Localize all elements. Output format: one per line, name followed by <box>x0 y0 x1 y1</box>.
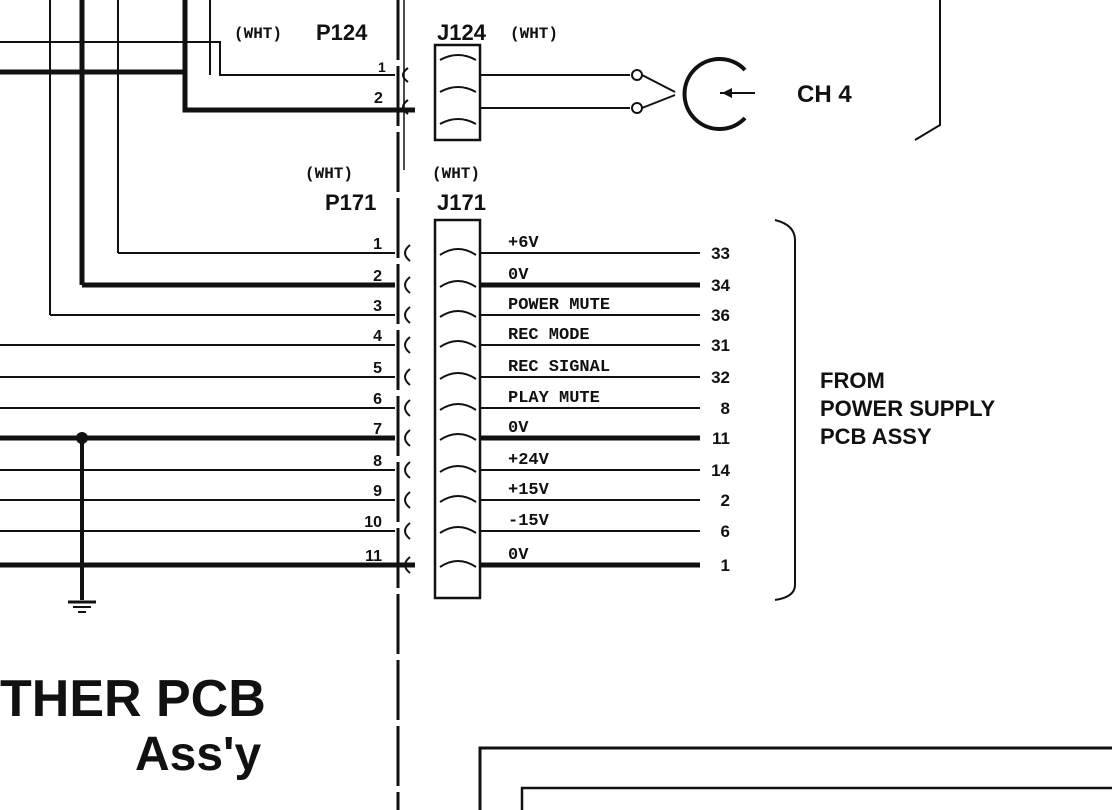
power-supply-bracket <box>774 219 796 601</box>
p124-color-label: (WHT) <box>234 25 282 43</box>
signal-name-1: +6V <box>508 234 539 253</box>
far-pin-11: 1 <box>721 556 730 575</box>
ch4-bracket <box>914 0 941 141</box>
source-line-1: FROM <box>820 368 885 393</box>
p171-pin-11: 11 <box>365 548 382 565</box>
p171-pin-hooks <box>404 244 411 574</box>
ch4-jack-symbol <box>631 57 755 131</box>
j124-color-label: (WHT) <box>510 25 558 43</box>
signal-names: +6V 0V POWER MUTE REC MODE REC SIGNAL PLAY MU… <box>508 234 610 565</box>
p171-pin-numbers: 1 2 3 4 5 6 7 8 9 10 11 <box>364 236 382 565</box>
far-end-pin-numbers: 33 34 36 31 32 8 11 14 2 6 1 <box>711 244 730 575</box>
p124-pin-2: 2 <box>374 90 383 107</box>
signal-name-6: PLAY MUTE <box>508 389 600 408</box>
wire-traces <box>0 0 700 810</box>
p171-pin-5: 5 <box>373 360 382 377</box>
j171-contact-fingers <box>439 248 477 568</box>
signal-name-2: 0V <box>508 266 529 285</box>
signal-name-10: -15V <box>508 512 550 531</box>
j171-finger-5 <box>439 372 477 380</box>
far-pin-9: 2 <box>721 491 730 510</box>
p171-name-label: P171 <box>325 190 376 215</box>
signal-name-11: 0V <box>508 546 529 565</box>
source-line-2: POWER SUPPLY <box>820 396 996 421</box>
p171-hook-9 <box>404 491 411 509</box>
far-pin-4: 31 <box>711 336 730 355</box>
j124-name-label: J124 <box>437 20 487 45</box>
board-label-line-2: Ass'y <box>135 728 261 781</box>
p171-pin-3: 3 <box>373 298 382 315</box>
j171-color-label: (WHT) <box>432 165 480 183</box>
far-pin-1: 33 <box>711 244 730 263</box>
signal-name-3: POWER MUTE <box>508 296 610 315</box>
p171-hook-10 <box>404 522 411 540</box>
j171-finger-2 <box>439 280 477 288</box>
p171-pin-6: 6 <box>373 391 382 408</box>
p171-pin-8: 8 <box>373 453 382 470</box>
source-line-3: PCB ASSY <box>820 424 932 449</box>
p124-name-label: P124 <box>316 20 368 45</box>
far-pin-6: 8 <box>721 399 730 418</box>
far-pin-8: 14 <box>711 461 730 480</box>
far-pin-3: 36 <box>711 306 730 325</box>
p171-hook-6 <box>404 399 411 417</box>
p171-hook-2 <box>404 276 411 294</box>
p171-hook-7 <box>404 429 411 447</box>
signal-name-9: +15V <box>508 481 550 500</box>
j171-finger-11 <box>439 560 477 568</box>
j171-finger-1 <box>439 248 477 256</box>
signal-name-5: REC SIGNAL <box>508 358 610 377</box>
far-pin-2: 34 <box>711 276 730 295</box>
p124-pin-1: 1 <box>378 59 386 75</box>
p171-color-label: (WHT) <box>305 165 353 183</box>
signal-name-8: +24V <box>508 451 550 470</box>
p171-pin-10: 10 <box>364 514 382 531</box>
j171-finger-10 <box>439 526 477 534</box>
p171-pin-1: 1 <box>373 236 382 253</box>
j171-finger-6 <box>439 403 477 411</box>
j171-finger-7 <box>439 433 477 441</box>
board-label-line-1: THER PCB <box>0 670 266 728</box>
lower-board-outline <box>478 746 1112 810</box>
far-pin-10: 6 <box>721 522 730 541</box>
far-pin-5: 32 <box>711 368 730 387</box>
j171-name-label: J171 <box>437 190 486 215</box>
far-pin-7: 11 <box>712 429 730 448</box>
signal-name-4: REC MODE <box>508 326 590 345</box>
p171-hook-3 <box>404 306 411 324</box>
j124-connector-body <box>402 43 482 142</box>
p171-hook-8 <box>404 461 411 479</box>
j171-finger-8 <box>439 465 477 473</box>
p171-pin-4: 4 <box>373 328 382 345</box>
j171-finger-4 <box>439 340 477 348</box>
p171-pin-7: 7 <box>373 421 382 438</box>
channel-label: CH 4 <box>797 81 852 108</box>
p171-hook-5 <box>404 368 411 386</box>
signal-name-7: 0V <box>508 419 529 438</box>
p171-pin-2: 2 <box>373 268 382 285</box>
p171-hook-1 <box>404 244 411 262</box>
p171-hook-11 <box>404 556 411 574</box>
p171-hook-4 <box>404 336 411 354</box>
j171-finger-9 <box>439 495 477 503</box>
j171-finger-3 <box>439 310 477 318</box>
lower-board-inner-outline <box>520 786 1112 810</box>
p171-pin-9: 9 <box>373 483 382 500</box>
